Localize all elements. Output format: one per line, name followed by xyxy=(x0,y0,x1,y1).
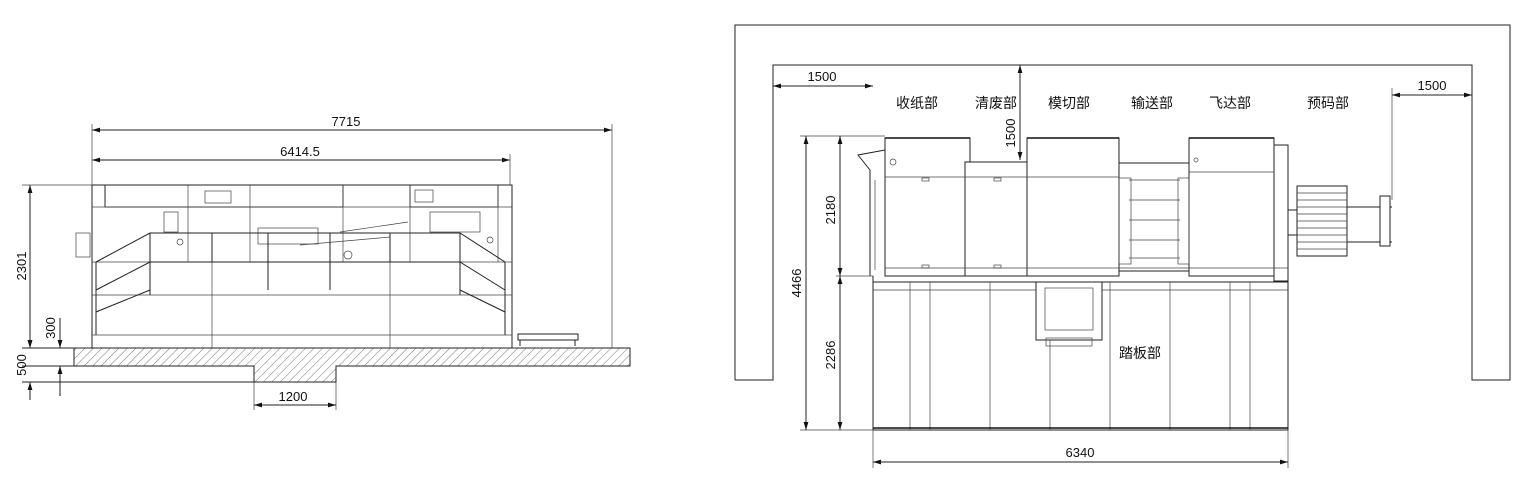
machine-modules-plan xyxy=(857,137,1289,282)
lower-frame-plan xyxy=(872,276,1289,431)
dim-clearance-top: 1500 xyxy=(1003,119,1018,148)
label-feeder: 飞达部 xyxy=(1209,96,1251,112)
outfeed-cart xyxy=(517,333,579,341)
label-pre-feeder: 预码部 xyxy=(1307,96,1349,112)
dim-total-height: 2301 xyxy=(14,252,29,281)
label-delivery: 收纸部 xyxy=(896,96,938,112)
dim-machine-length: 6414.5 xyxy=(280,144,320,159)
guard-rail xyxy=(95,232,506,335)
dim-clearance-left: 1500 xyxy=(808,69,837,84)
dim-step-height: 300 xyxy=(43,317,58,339)
dim-overall-length: 7715 xyxy=(332,114,361,129)
plan-view: 1500 1500 1500 收纸部 清废部 模切部 输送部 飞达部 预码部 xyxy=(734,24,1511,468)
foundation-hatch xyxy=(73,347,631,383)
dim-clearance-right: 1500 xyxy=(1418,78,1447,93)
dim-overall-width: 4466 xyxy=(789,269,804,298)
dim-lower-height: 2286 xyxy=(823,341,838,370)
label-conveying: 输送部 xyxy=(1131,96,1173,112)
machine-body-side xyxy=(75,184,513,349)
side-elevation-view: 7715 6414.5 2301 300 500 1200 xyxy=(14,114,631,410)
dim-pit-width: 1200 xyxy=(279,389,308,404)
label-die-cutting: 模切部 xyxy=(1048,96,1090,112)
dim-upper-height: 2180 xyxy=(823,196,838,225)
dim-foundation-depth: 500 xyxy=(14,354,29,376)
label-platform: 踏板部 xyxy=(1119,346,1161,362)
dim-plan-length: 6340 xyxy=(1066,445,1095,460)
room-frame xyxy=(734,24,1511,381)
label-stripping: 清废部 xyxy=(975,96,1017,112)
pre-feeder-roller xyxy=(1288,185,1392,257)
